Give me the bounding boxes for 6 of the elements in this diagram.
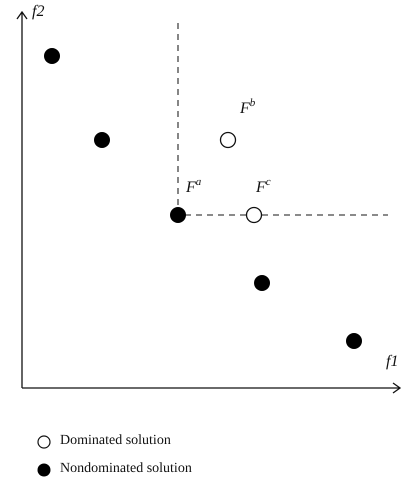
legend-label: Nondominated solution — [60, 462, 192, 476]
legend-label: Dominated solution — [60, 434, 171, 448]
point-label: F$^{a}$ — [186, 180, 202, 196]
axis-label: f2 — [32, 4, 44, 20]
axis-label: f1 — [386, 354, 398, 370]
point-label: F$^{c}$ — [256, 180, 271, 196]
